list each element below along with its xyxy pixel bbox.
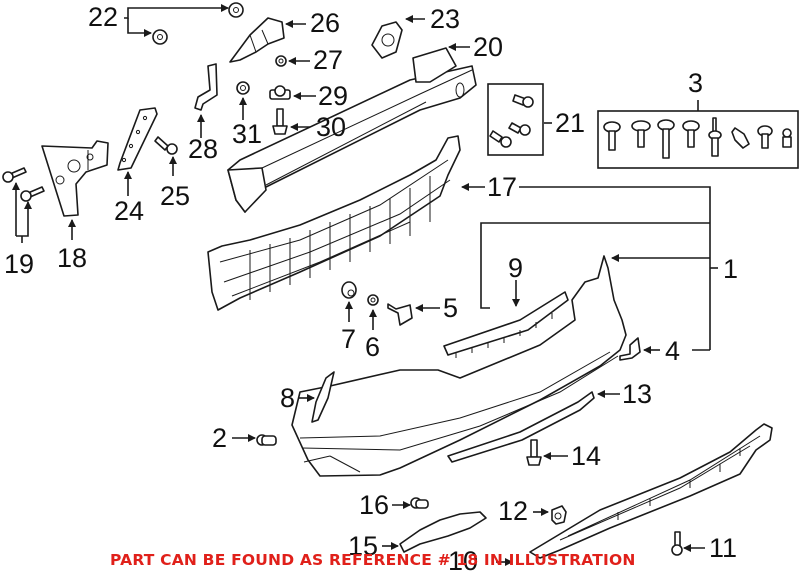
part-31-nut[interactable] [236, 81, 250, 120]
callout-21: 21 [555, 108, 586, 138]
callout-3: 3 [688, 68, 704, 98]
part-7-grommet[interactable] [341, 281, 357, 322]
callout-24: 24 [114, 196, 145, 226]
callout-10: 10 [448, 546, 479, 576]
part-4-bracket[interactable] [619, 337, 710, 361]
callout-26: 26 [310, 8, 341, 38]
part-15-bracket[interactable] [382, 511, 487, 553]
callout-20: 20 [473, 32, 504, 62]
callout-14: 14 [571, 441, 602, 471]
callout-9: 9 [508, 253, 524, 283]
part-26-mount-bracket[interactable] [229, 17, 306, 63]
callout-16: 16 [359, 490, 390, 520]
part-2-bolt[interactable] [232, 434, 277, 446]
callout-7: 7 [341, 324, 357, 354]
callout-15: 15 [348, 531, 379, 561]
callout-1: 1 [723, 254, 739, 284]
callout-23: 23 [430, 4, 461, 34]
part-16-screw[interactable] [392, 497, 429, 509]
callout-4: 4 [665, 336, 681, 366]
reference-note: PART CAN BE FOUND AS REFERENCE # 18 IN I… [110, 551, 636, 569]
part-14-bolt[interactable] [526, 439, 568, 466]
part-9-upper-retainer[interactable] [443, 280, 569, 358]
callout-11: 11 [709, 533, 738, 563]
callout-6: 6 [365, 332, 381, 362]
callout-25: 25 [160, 181, 191, 211]
callout-29: 29 [318, 81, 349, 111]
callout-28: 28 [188, 134, 219, 164]
part-11-stud[interactable] [671, 531, 705, 556]
callout-17: 17 [487, 172, 518, 202]
callout-31: 31 [232, 119, 263, 149]
part-29-clip-nut[interactable] [269, 85, 316, 100]
callout-2: 2 [212, 423, 228, 453]
part-20-reinforcement-bar[interactable] [227, 43, 477, 213]
part-21-bolt-kit[interactable] [487, 83, 552, 156]
part-30-bolt[interactable] [272, 108, 316, 135]
part-18-side-bracket[interactable] [41, 140, 109, 240]
part-27-nut[interactable] [275, 55, 310, 67]
part-19-bolts[interactable] [2, 167, 45, 243]
part-3-fastener-kit[interactable] [597, 100, 799, 169]
part-23-gasket[interactable] [371, 15, 425, 59]
part-1-bumper-cover[interactable] [291, 254, 718, 477]
part-5-clip[interactable] [387, 222, 710, 326]
part-25-bolt[interactable] [154, 136, 178, 176]
part-24-guide-bracket[interactable] [117, 107, 158, 196]
part-6-washer[interactable] [367, 294, 379, 330]
callout-12: 12 [498, 496, 529, 526]
callout-22: 22 [88, 2, 119, 32]
callout-13: 13 [622, 379, 653, 409]
part-13-lower-molding[interactable] [447, 390, 620, 463]
part-17-energy-absorber[interactable] [207, 135, 711, 350]
callout-30: 30 [316, 112, 347, 142]
part-8-side-trim[interactable] [298, 371, 335, 423]
part-28-strap[interactable] [194, 63, 218, 138]
part-22-nuts[interactable] [124, 2, 244, 45]
callout-27: 27 [313, 45, 344, 75]
callout-18: 18 [57, 243, 88, 273]
callout-8: 8 [280, 383, 296, 413]
part-10-lower-valance[interactable] [496, 423, 773, 566]
callout-5: 5 [443, 293, 459, 323]
callout-19: 19 [4, 249, 35, 279]
part-12-clip-nut[interactable] [533, 505, 567, 525]
